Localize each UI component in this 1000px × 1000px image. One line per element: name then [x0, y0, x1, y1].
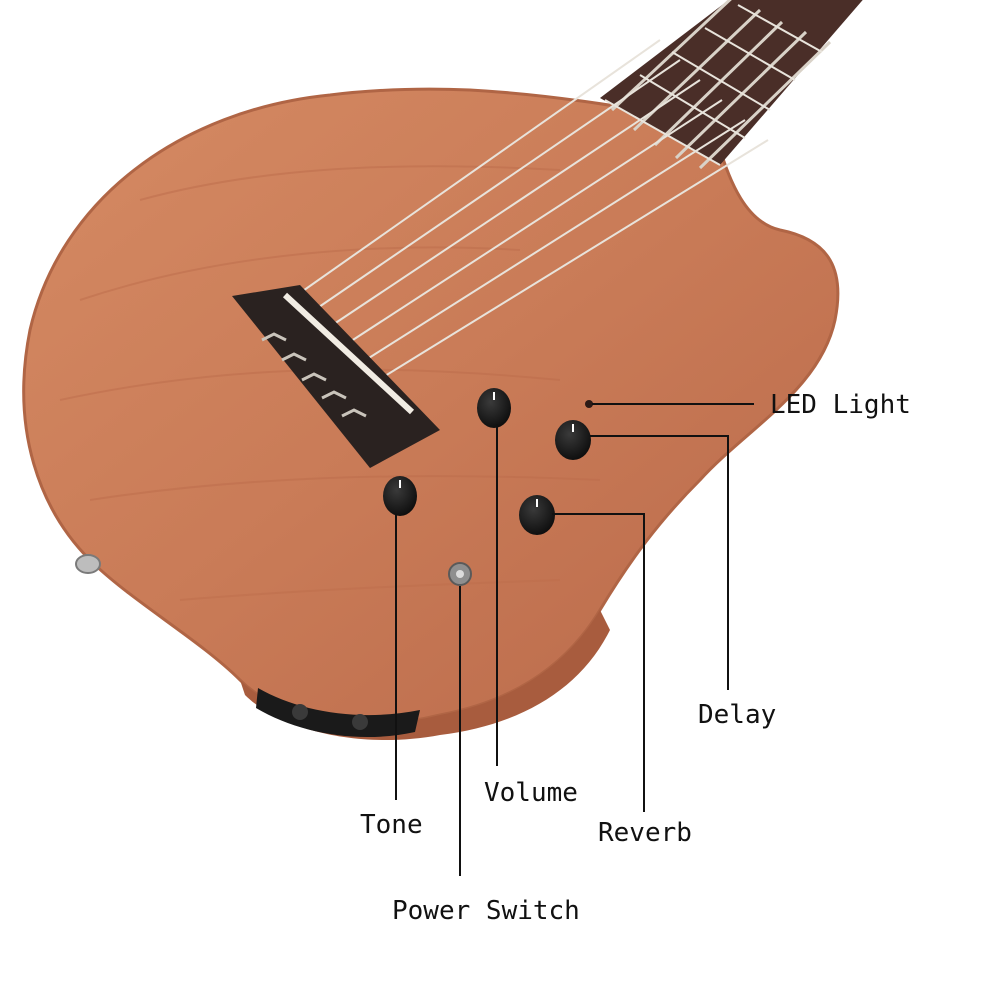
power-switch-label: Power Switch	[392, 896, 580, 926]
power-switch	[448, 562, 472, 586]
delay-callout-line	[590, 435, 729, 690]
side-control-panel	[256, 688, 420, 738]
delay-label: Delay	[698, 700, 777, 730]
bridge	[232, 285, 440, 468]
volume-label: Volume	[484, 778, 578, 808]
led-light-dot	[585, 400, 593, 408]
tone-label: Tone	[360, 810, 423, 840]
callout-lines	[395, 403, 754, 876]
volume-knob	[477, 388, 511, 428]
strap-button	[75, 554, 101, 574]
reverb-label: Reverb	[598, 818, 692, 848]
led-light-label: LED Light	[770, 390, 911, 420]
tone-knob	[383, 476, 417, 516]
guitar-body-edge	[240, 610, 610, 741]
guitar-body	[22, 87, 840, 726]
delay-knob	[555, 420, 591, 460]
reverb-knob	[519, 495, 555, 535]
wood-grain	[59, 165, 601, 601]
fretboard	[600, 0, 863, 170]
reverb-callout-line	[552, 513, 645, 812]
strings	[289, 39, 769, 401]
